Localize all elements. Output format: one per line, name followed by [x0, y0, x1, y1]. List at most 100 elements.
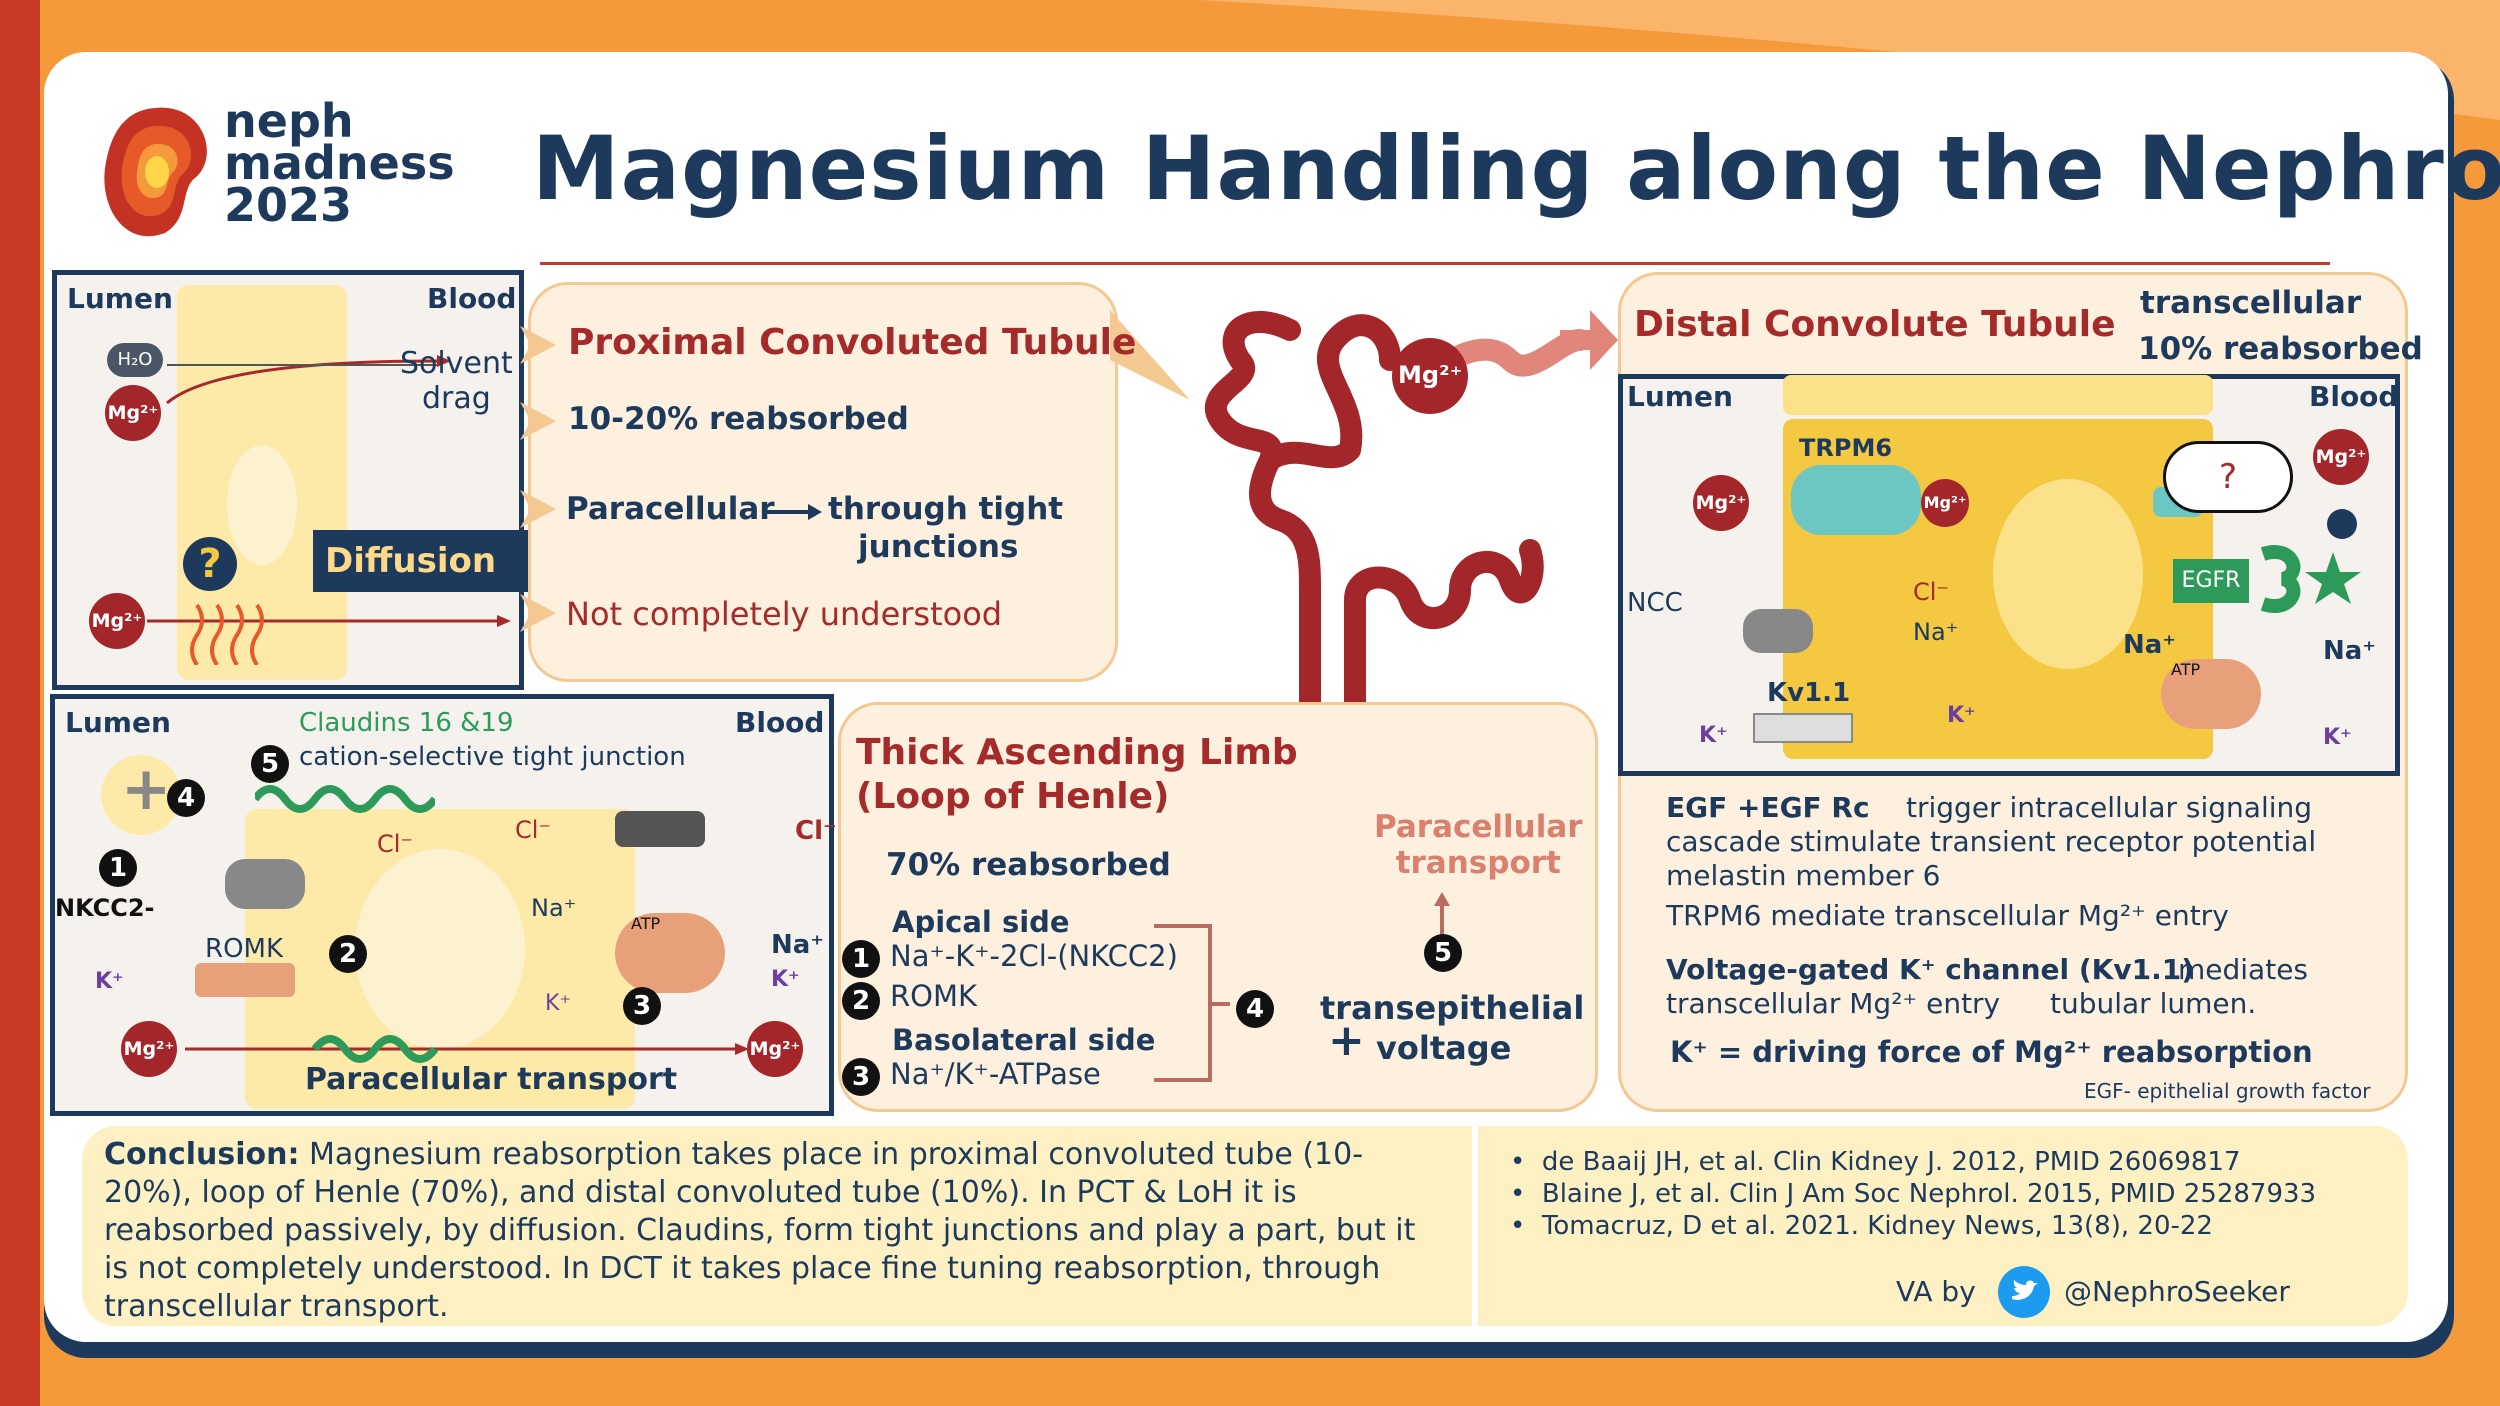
atp-label: ATP [631, 914, 661, 933]
tal-romk: ROMK [890, 979, 978, 1013]
arrow-right-icon [766, 504, 822, 520]
kv-channel-icon [1753, 713, 1853, 743]
reference-text: Blaine J, et al. Clin J Am Soc Nephrol. … [1541, 1179, 2317, 1209]
cl-label: Cl⁻ [377, 830, 414, 858]
solvent-drag-arrow [166, 355, 451, 405]
tal-heading-1: Thick Ascending Limb [856, 732, 1298, 773]
k-label: K⁺ [1699, 723, 1728, 748]
question-icon: ? [183, 537, 237, 591]
cl-label: Cl⁻ [515, 816, 552, 844]
drag-word: drag [421, 380, 491, 416]
step-3-badge: 3 [842, 1058, 880, 1096]
references-panel [1478, 1126, 2408, 1326]
cl-label: Cl⁻ [795, 816, 837, 846]
bracket-icon [1154, 924, 1230, 1082]
conclusion-panel [82, 1126, 1472, 1326]
na-label: Na⁺ [531, 894, 577, 922]
page-title: Magnesium Handling along the Nephron [532, 117, 2500, 220]
dct-nucleus [1993, 479, 2143, 669]
conclusion-line-3: reabsorbed passively, by diffusion. Clau… [104, 1213, 1416, 1248]
tal-nkcc2: Na⁺-K⁺-2Cl-(NKCC2) [890, 939, 1178, 973]
twitter-icon[interactable] [1998, 1266, 2050, 1318]
logo-text: neph madness 2023 [224, 98, 455, 228]
tal-blood-label: Blood [735, 706, 825, 739]
pct-blood-label: Blood [427, 282, 517, 315]
egf-star-icon [2260, 545, 2361, 613]
egfr-label: EGFR [2173, 559, 2249, 603]
dct-cell-diagram: Lumen Blood TRPM6 Mg²⁺ Mg²⁺ ? Mg²⁺ EGFR … [1618, 374, 2400, 776]
tal-bubble [838, 702, 1598, 1112]
kv-label: Kv1.1 [1767, 678, 1851, 708]
solvent-word: Solvent [400, 346, 513, 381]
step-4-badge: 4 [167, 779, 205, 817]
tal-basolateral: Basolateral side [892, 1023, 1156, 1057]
na-label: Na⁺ [2323, 636, 2377, 666]
reference-2: • Blaine J, et al. Clin J Am Soc Nephrol… [1510, 1179, 2317, 1209]
dct-heading: Distal Convolute Tubule [1634, 304, 2116, 345]
mg-ion-icon: Mg²⁺ [105, 385, 161, 441]
tal-reabsorbed: 70% reabsorbed [886, 847, 1171, 883]
step-5-badge: 5 [251, 745, 289, 783]
dct-note-3: melastin member 6 [1666, 859, 1941, 892]
pct-junctions: junctions [858, 529, 1019, 565]
na-label: Na⁺ [771, 930, 825, 960]
tal-heading-2: (Loop of Henle) [856, 776, 1170, 817]
dct-footnote: EGF- epithelial growth factor [2084, 1079, 2371, 1103]
credit-va: VA by [1896, 1275, 1976, 1308]
reference-text: de Baaij JH, et al. Clin Kidney J. 2012,… [1541, 1147, 2241, 1177]
tal-voltage: voltage [1376, 1029, 1512, 1067]
k-label: K⁺ [545, 991, 572, 1016]
trpm6-label: TRPM6 [1799, 434, 1893, 462]
kidney-logo-icon [104, 107, 207, 237]
dct-reabsorbed: 10% reabsorbed [2138, 331, 2423, 367]
trpm6-channel-icon [1791, 465, 1921, 535]
reference-1: • de Baaij JH, et al. Clin Kidney J. 201… [1510, 1147, 2241, 1177]
twitter-handle[interactable]: @NephroSeeker [2064, 1275, 2290, 1308]
h2o-molecule: H₂O [107, 343, 163, 377]
tal-atpase: Na⁺/K⁺-ATPase [890, 1057, 1101, 1091]
tal-cell-diagram: Lumen Blood Claudins 16 &19 5 cation-sel… [50, 694, 837, 1116]
claudin-icon [255, 785, 435, 813]
step-1-badge: 1 [842, 940, 880, 978]
tal-apical: Apical side [892, 905, 1070, 939]
tal-lumen-label: Lumen [65, 706, 171, 739]
tal-para-2: transport [1395, 844, 1561, 881]
step-5-badge: 5 [1424, 934, 1462, 972]
plus-icon: + [121, 754, 172, 824]
tal-transepithelial: transepithelial [1320, 989, 1585, 1027]
dct-note-6b: tubular lumen. [2050, 987, 2257, 1020]
pct-bubble [528, 282, 1118, 682]
k-label: K⁺ [1947, 703, 1976, 728]
conclusion-line-2: 20%), loop of Henle (70%), and distal co… [104, 1175, 1297, 1210]
dct-tight-junction [1783, 375, 2213, 415]
atp-label: ATP [2171, 660, 2201, 679]
dct-blood-label: Blood [2309, 380, 2399, 413]
mg-ion-icon: Mg²⁺ [747, 1021, 803, 1077]
cl-label: Cl⁻ [1913, 578, 1950, 606]
romk-channel-icon [195, 963, 295, 997]
ncc-label: NCC [1627, 588, 1683, 618]
k-label: K⁺ [771, 967, 800, 992]
conclusion-line-4: is not completely understood. In DCT it … [104, 1251, 1381, 1286]
mg-ion-icon: Mg²⁺ [1921, 479, 1969, 527]
nkcc2-label: NKCC2- [55, 894, 155, 922]
k-label: K⁺ [2323, 725, 2352, 750]
reference-text: Tomacruz, D et al. 2021. Kidney News, 13… [1541, 1211, 2213, 1241]
pct-nucleus [227, 445, 297, 565]
cl-channel-icon [615, 811, 705, 847]
conclusion-label: Conclusion: [104, 1137, 300, 1172]
conclusion-text-1: Magnesium reabsorption takes place in pr… [299, 1137, 1364, 1172]
cation-junction-label: cation-selective tight junction [299, 742, 686, 772]
romk-label: ROMK [205, 934, 284, 964]
dct-note-1b: trigger intracellular signaling [1906, 791, 2313, 824]
pct-lumen-label: Lumen [67, 282, 173, 315]
claudin-diffusion-arrow [147, 603, 511, 665]
dct-note-7: K⁺ = driving force of Mg²⁺ reabsorption [1670, 1035, 2313, 1069]
step-2-badge: 2 [842, 982, 880, 1020]
pct-paracellular: Paracellular [566, 491, 775, 527]
dct-lumen-label: Lumen [1627, 380, 1733, 413]
title-divider [540, 262, 2330, 265]
dct-note-1a: EGF +EGF Rc [1666, 791, 1870, 824]
tal-nucleus [355, 849, 525, 1049]
